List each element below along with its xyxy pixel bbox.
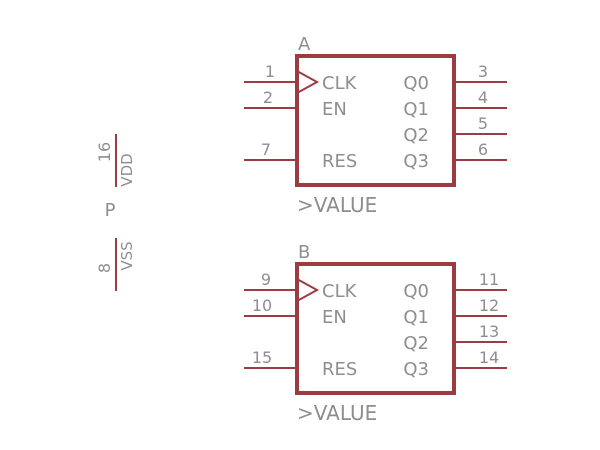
- unit-a-name: A: [298, 34, 311, 55]
- unit-a-pin-1[interactable]: 1 CLK: [244, 62, 358, 94]
- unit-a-pin-4[interactable]: 4 Q1: [403, 88, 507, 120]
- unit-b-pin-14[interactable]: 14 Q3: [403, 348, 507, 380]
- pin-label: RES: [322, 151, 357, 172]
- unit-b-pin-13[interactable]: 13 Q2: [403, 322, 507, 354]
- pin-label: Q1: [403, 307, 429, 328]
- pin-label: Q2: [403, 333, 429, 354]
- unit-b-value-label: >VALUE: [297, 401, 377, 425]
- pin-label: Q3: [403, 359, 429, 380]
- pin-label: Q1: [403, 99, 429, 120]
- pin-label: Q0: [403, 73, 429, 94]
- pin-number: 15: [252, 348, 272, 367]
- unit-b-pin-11[interactable]: 11 Q0: [403, 270, 507, 302]
- pin-label: EN: [322, 307, 347, 328]
- unit-a-pin-2[interactable]: 2 EN: [244, 88, 347, 120]
- pin-number: 11: [479, 270, 499, 289]
- unit-b-pin-10[interactable]: 10 EN: [244, 296, 347, 328]
- pin-label: VSS: [118, 241, 136, 270]
- pin-label: CLK: [322, 281, 358, 302]
- pin-label: Q0: [403, 281, 429, 302]
- pin-number: 14: [479, 348, 499, 367]
- pin-label: VDD: [118, 153, 136, 186]
- pin-number: 10: [252, 296, 272, 315]
- unit-a-pin-3[interactable]: 3 Q0: [403, 62, 507, 94]
- unit-a-pin-6[interactable]: 6 Q3: [403, 140, 507, 172]
- pin-number: 13: [479, 322, 499, 341]
- pin-number: 3: [478, 62, 488, 81]
- unit-b-pin-15[interactable]: 15 RES: [244, 348, 357, 380]
- pin-number: 12: [479, 296, 499, 315]
- pin-number: 2: [263, 88, 273, 107]
- pin-label: CLK: [322, 73, 358, 94]
- unit-b[interactable]: B 9 CLK 10 EN 15 RES 11 Q0 12 Q1: [244, 242, 507, 425]
- pin-number: 5: [478, 114, 488, 133]
- pin-number: 7: [261, 140, 271, 159]
- unit-a[interactable]: A 1 CLK 2 EN 7 RES 3 Q0 4 Q1: [244, 34, 507, 217]
- pin-number: 6: [478, 140, 488, 159]
- unit-b-pin-9[interactable]: 9 CLK: [244, 270, 358, 302]
- pin-number: 4: [478, 88, 488, 107]
- unit-b-body: [295, 262, 456, 395]
- power-unit[interactable]: 16 VDD P 8 VSS: [95, 134, 136, 291]
- power-pin-vdd[interactable]: 16 VDD: [95, 134, 136, 187]
- pin-label: RES: [322, 359, 357, 380]
- pin-number: 8: [95, 263, 114, 273]
- pin-label: Q3: [403, 151, 429, 172]
- unit-a-value-label: >VALUE: [297, 193, 377, 217]
- unit-a-pin-5[interactable]: 5 Q2: [403, 114, 507, 146]
- pin-number: 9: [261, 270, 271, 289]
- power-pin-vss[interactable]: 8 VSS: [95, 238, 136, 291]
- unit-b-clock-marker-icon: [296, 278, 320, 302]
- unit-b-pin-12[interactable]: 12 Q1: [403, 296, 507, 328]
- power-unit-name: P: [105, 200, 116, 221]
- unit-b-name: B: [298, 242, 310, 263]
- pin-label: EN: [322, 99, 347, 120]
- pin-number: 16: [95, 142, 114, 162]
- unit-a-body: [295, 54, 456, 187]
- unit-a-clock-marker-icon: [296, 70, 320, 94]
- unit-a-pin-7[interactable]: 7 RES: [244, 140, 357, 172]
- pin-number: 1: [265, 62, 275, 81]
- pin-label: Q2: [403, 125, 429, 146]
